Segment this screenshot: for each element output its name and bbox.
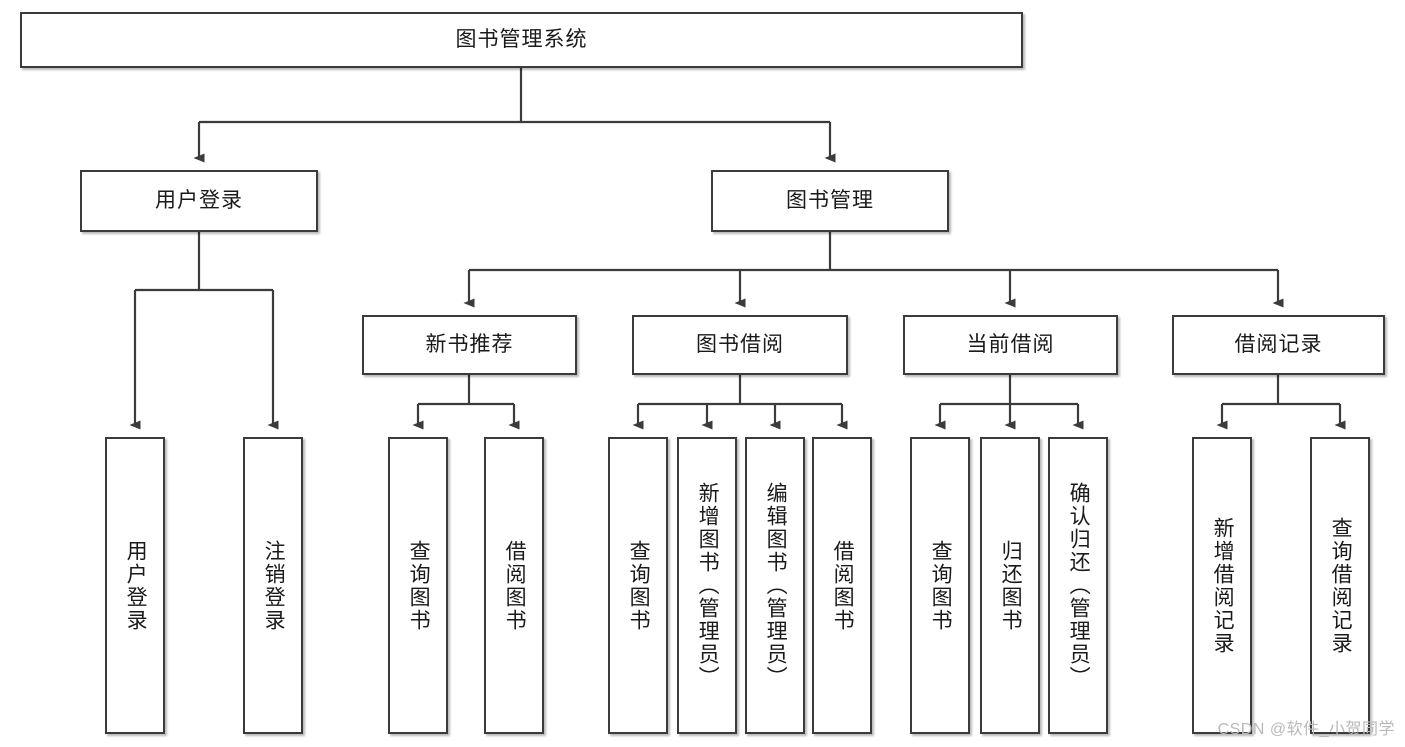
node-borrow-record[interactable]: 借阅记录 [1172,315,1385,375]
node-label: 新增图书（管理员） [696,482,720,689]
leaf-node-logout[interactable]: 注销登录 [243,437,303,734]
node-label: 借阅记录 [1234,333,1323,357]
node-label: 归还图书 [999,539,1023,632]
node-label: 注销登录 [262,539,286,632]
node-label: 编辑图书（管理员） [764,482,788,689]
leaf-node-query-record[interactable]: 查询借阅记录 [1310,437,1370,734]
node-label: 借阅图书 [503,539,527,632]
leaf-node-return-book[interactable]: 归还图书 [980,437,1040,734]
node-label: 图书管理系统 [455,28,588,52]
leaf-node-add-record[interactable]: 新增借阅记录 [1192,437,1252,734]
leaf-node-query-book-1[interactable]: 查询图书 [388,437,448,734]
node-new-book-recommend[interactable]: 新书推荐 [362,315,577,375]
node-label: 确认归还（管理员） [1067,482,1091,689]
node-label: 用户登录 [155,189,243,213]
leaf-node-user-login[interactable]: 用户登录 [105,437,165,734]
node-label: 图书借阅 [696,333,784,357]
node-label: 用户登录 [124,539,148,632]
node-book-manage[interactable]: 图书管理 [711,170,949,232]
node-label: 查询图书 [929,539,953,632]
node-label: 借阅图书 [831,539,855,632]
leaf-node-borrow-book-1[interactable]: 借阅图书 [484,437,544,734]
leaf-node-add-book[interactable]: 新增图书（管理员） [677,437,737,734]
node-label: 当前借阅 [966,333,1055,357]
node-label: 查询图书 [407,539,431,632]
node-book-management-system[interactable]: 图书管理系统 [20,12,1023,68]
node-book-borrow[interactable]: 图书借阅 [632,315,848,375]
node-current-borrow[interactable]: 当前借阅 [903,315,1118,375]
leaf-node-query-book-3[interactable]: 查询图书 [910,437,970,734]
node-label: 查询图书 [627,539,651,632]
leaf-node-borrow-book-2[interactable]: 借阅图书 [812,437,872,734]
node-label: 新书推荐 [425,333,514,357]
leaf-node-confirm-return[interactable]: 确认归还（管理员） [1048,437,1108,734]
node-user-login[interactable]: 用户登录 [80,170,318,232]
leaf-node-query-book-2[interactable]: 查询图书 [608,437,668,734]
leaf-node-edit-book[interactable]: 编辑图书（管理员） [745,437,805,734]
node-label: 新增借阅记录 [1211,516,1235,655]
node-label: 图书管理 [786,189,874,213]
node-label: 查询借阅记录 [1329,516,1353,655]
